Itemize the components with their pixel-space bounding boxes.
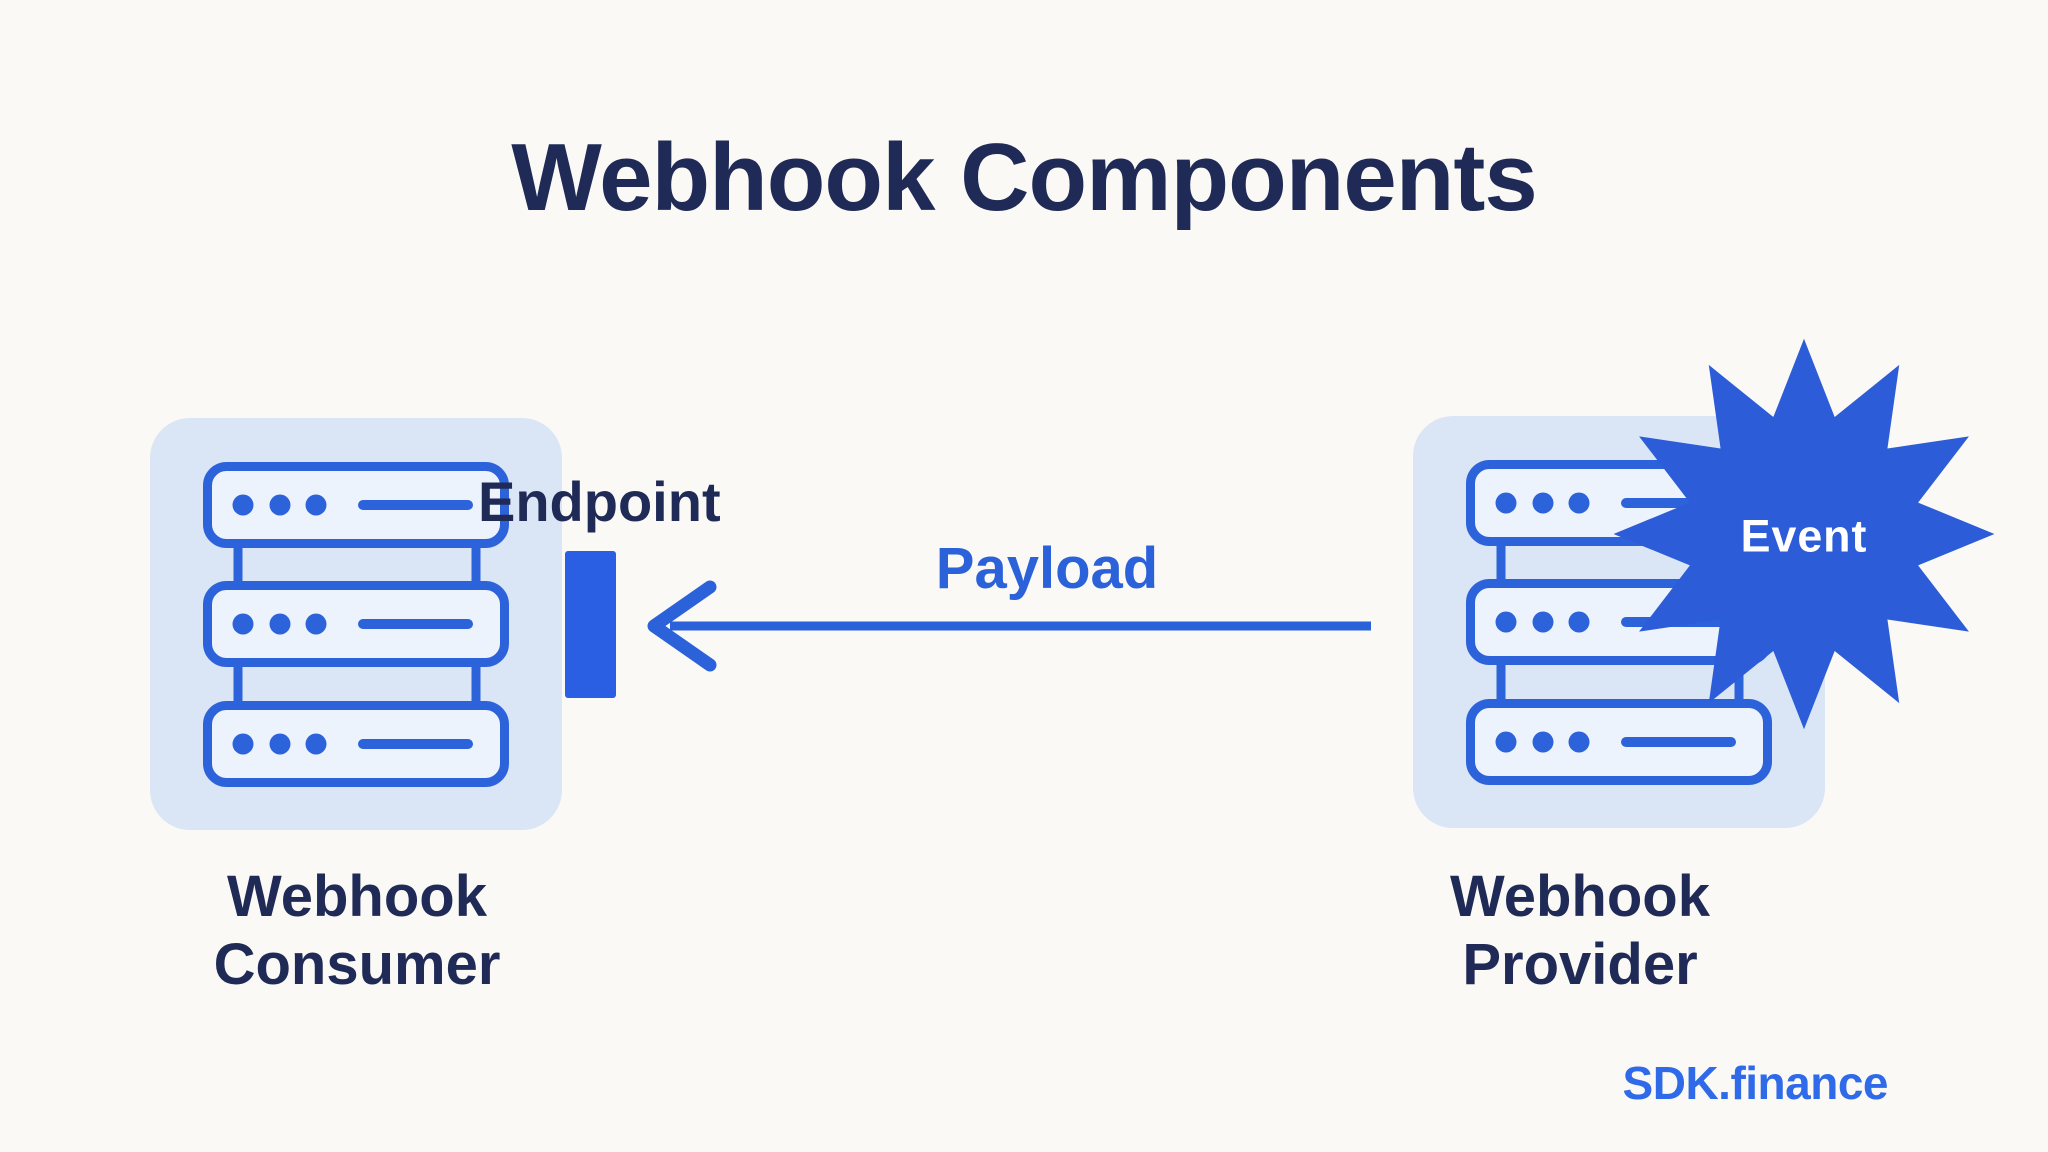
server-stack-icon xyxy=(203,462,509,787)
provider-caption-line2: Provider xyxy=(1462,932,1698,997)
endpoint-label: Endpoint xyxy=(478,470,721,533)
event-burst-icon: Event xyxy=(1613,338,1995,730)
endpoint-connector xyxy=(565,551,616,698)
consumer-caption: Webhook Consumer xyxy=(157,863,557,999)
event-label: Event xyxy=(1741,510,1868,562)
brand-logo: SDK.finance xyxy=(1622,1057,1889,1109)
consumer-card xyxy=(150,418,562,830)
consumer-caption-line1: Webhook xyxy=(227,864,487,929)
consumer-caption-line2: Consumer xyxy=(213,932,501,997)
payload-label: Payload xyxy=(935,536,1159,601)
payload-arrow-icon xyxy=(647,580,1371,672)
provider-caption: Webhook Provider xyxy=(1380,863,1780,999)
page-title: Webhook Components xyxy=(511,124,1538,231)
provider-caption-line1: Webhook xyxy=(1450,864,1710,929)
